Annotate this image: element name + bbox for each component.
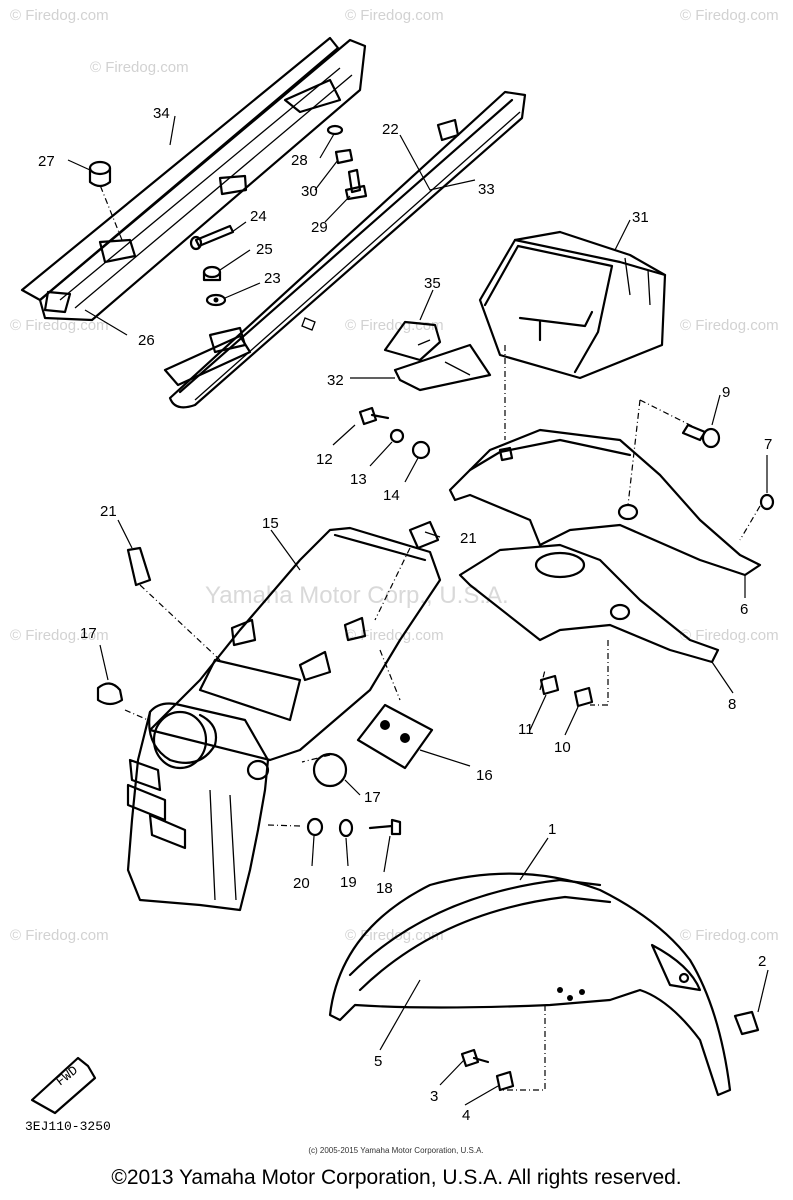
callout-label: 33: [478, 181, 495, 198]
callout-labels: 1 2 3 4 5 6 7 8 9 10 11 12 13 14 15 16 1…: [38, 105, 772, 1124]
callout-label: 14: [383, 487, 400, 504]
callout-label: 32: [327, 372, 344, 389]
drawing-code: 3EJ110-3250: [25, 1119, 111, 1134]
callout-label: 6: [740, 601, 748, 618]
part-16-plate: [356, 703, 434, 770]
callout-label: 15: [262, 515, 279, 532]
callout-label: 35: [424, 275, 441, 292]
nuts-10-11: [539, 674, 594, 708]
leader-lines: [67, 115, 769, 1106]
watermark-text: © Firedog.com: [90, 59, 189, 76]
watermark-text: © Firedog.com: [680, 7, 779, 24]
watermark-layer: © Firedog.com © Firedog.com © Firedog.co…: [10, 7, 779, 944]
hardware-2-3-4: [460, 1010, 760, 1092]
part-8-fender-section: [458, 543, 720, 664]
callout-label: 12: [316, 451, 333, 468]
center-watermark: Yamaha Motor Corp., U.S.A.: [205, 582, 509, 609]
callout-label: 23: [264, 270, 281, 287]
callout-label: 20: [293, 875, 310, 892]
watermark-text: © Firedog.com: [680, 627, 779, 644]
callout-label: 8: [728, 696, 736, 713]
part-31-tail-box: [478, 230, 667, 380]
callout-label: 28: [291, 152, 308, 169]
part-27-grommet: [88, 160, 112, 188]
callout-label: 17: [80, 625, 97, 642]
watermark-text: © Firedog.com: [680, 317, 779, 334]
callout-label: 4: [462, 1107, 470, 1124]
watermark-text: © Firedog.com: [10, 7, 109, 24]
fwd-arrow-icon: FWD: [30, 1056, 97, 1115]
callout-label: 11: [518, 721, 534, 738]
hardware-18-19-20: [306, 817, 402, 838]
callout-label: 34: [153, 105, 170, 122]
callout-label: 18: [376, 880, 393, 897]
watermark-text: © Firedog.com: [10, 627, 109, 644]
small-copyright: (c) 2005-2015 Yamaha Motor Corporation, …: [308, 1146, 483, 1155]
watermark-text: © Firedog.com: [680, 927, 779, 944]
part-35-bracket: [383, 320, 492, 392]
part-6-rear-fender-section: [448, 423, 775, 577]
part-1-rear-fender: [328, 872, 732, 1097]
callout-label: 24: [250, 208, 267, 225]
part-15-inner-fender: [148, 526, 442, 762]
part-34-side-rail: [20, 36, 367, 322]
small-hardware-upper: [189, 124, 368, 307]
callout-label: 29: [311, 219, 328, 236]
callout-label: 19: [340, 874, 357, 891]
callout-label: 2: [758, 953, 766, 970]
part-21-clips: [126, 520, 440, 587]
callout-label: 10: [554, 739, 571, 756]
fwd-label: FWD: [53, 1063, 81, 1089]
part-17-grommets: [96, 682, 348, 788]
callout-label: 21: [100, 503, 117, 520]
callout-label: 22: [382, 121, 399, 138]
callout-label: 9: [722, 384, 730, 401]
watermark-text: © Firedog.com: [345, 627, 444, 644]
callout-label: 13: [350, 471, 367, 488]
callout-label: 5: [374, 1053, 382, 1070]
callout-label: 25: [256, 241, 273, 258]
callout-label: 26: [138, 332, 155, 349]
callout-label: 30: [301, 183, 318, 200]
callout-label: 1: [548, 821, 556, 838]
callout-label: 7: [764, 436, 772, 453]
callout-label: 27: [38, 153, 55, 170]
watermark-text: © Firedog.com: [10, 927, 109, 944]
watermark-text: © Firedog.com: [345, 317, 444, 334]
watermark-text: © Firedog.com: [345, 927, 444, 944]
watermark-text: © Firedog.com: [10, 317, 109, 334]
bolts-12-13-14: [358, 406, 431, 460]
footer-copyright: ©2013 Yamaha Motor Corporation, U.S.A. A…: [111, 1166, 682, 1189]
assembly-lines: [99, 184, 761, 1091]
callout-label: 21: [460, 530, 477, 547]
callout-label: 3: [430, 1088, 438, 1105]
part-15-lower-body: [126, 702, 270, 912]
part-22-grab-rail: [163, 90, 527, 409]
callout-label: 16: [476, 767, 493, 784]
watermark-text: © Firedog.com: [345, 7, 444, 24]
callout-label: 31: [632, 209, 649, 226]
callout-label: 17: [364, 789, 381, 806]
